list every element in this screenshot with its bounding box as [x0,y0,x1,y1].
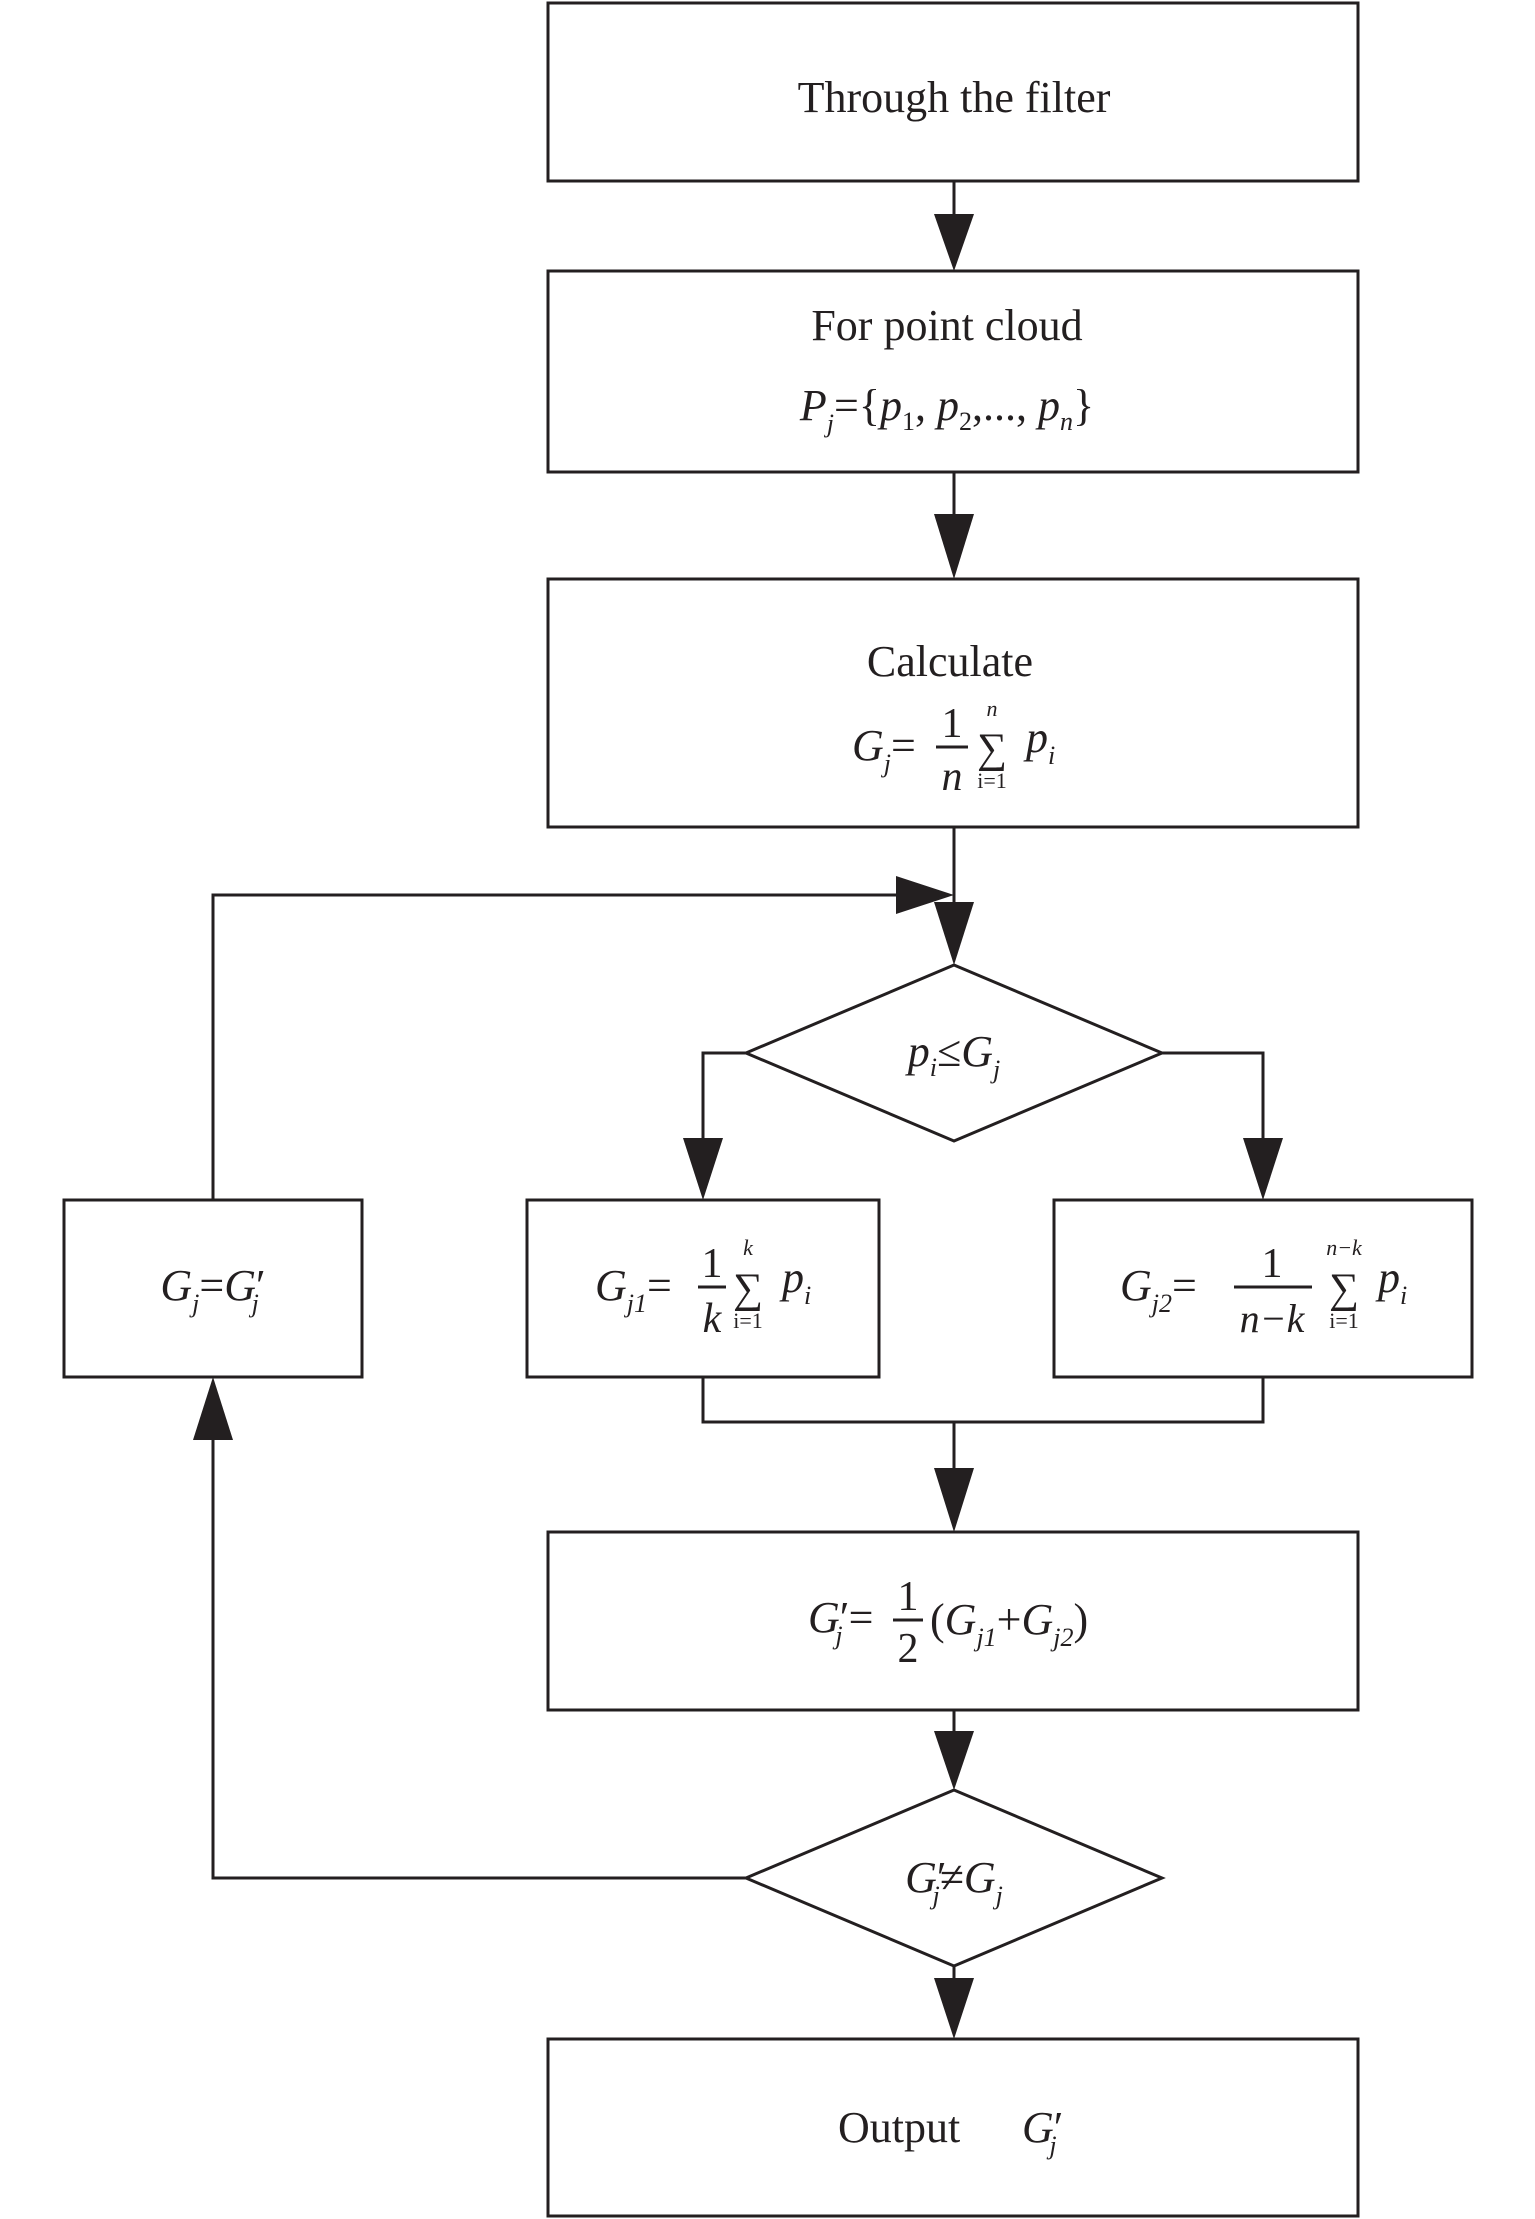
decision2-text: G′j≠Gj [905,1853,1003,1910]
average-box [546,1530,1360,1712]
calc-sigma: ∑ [977,726,1007,772]
arrowhead [934,514,974,579]
arrowhead [683,1138,723,1200]
filter-box [546,1,1360,183]
average-denominator: 2 [898,1626,919,1672]
calculate-content: Calculate Gj= 1 n n ∑ i=1 pi [852,637,1055,800]
point-cloud-label: For point cloud [811,301,1082,350]
arrowhead [1243,1138,1283,1200]
arrowhead [934,1978,974,2039]
gj1-numerator: 1 [702,1241,723,1287]
connector-decision-assign [211,1437,746,1880]
gj2-denominator: n−k [1240,1296,1306,1341]
gj2-formula: Gj2= 1 n−k n−k ∑ i=1 pi [1120,1235,1407,1341]
filter-label: Through the filter [798,73,1111,122]
gj1-denominator: k [703,1296,723,1342]
assign-text: Gj=G′j [160,1261,265,1318]
arrowhead [934,1468,974,1532]
average-rhs: (Gj1+Gj2) [930,1595,1088,1652]
arrowhead [934,1731,974,1790]
assign-box [62,1198,364,1379]
gj1-formula: Gj1= 1 k k ∑ i=1 pi [595,1235,811,1342]
arrowhead [934,214,974,271]
merge-line [701,1377,1265,1424]
gj2-sigma: ∑ [1329,1266,1359,1312]
gj1-lhs: Gj1= [595,1261,672,1318]
gj1-sigma: ∑ [733,1266,763,1312]
calc-lhs: Gj= [852,721,916,778]
decision1-text: pi≤Gj [905,1027,1000,1084]
calc-denominator: n [942,754,963,800]
loop-back-line [211,893,900,1200]
arrowhead [934,902,974,965]
arrowhead [193,1377,233,1440]
connector-decision-right [1162,1051,1265,1142]
calc-numerator: 1 [942,701,963,747]
arrowhead [896,876,954,914]
gj2-lhs: Gj2= [1120,1261,1197,1318]
output-box [546,2037,1360,2218]
gj2-numerator: 1 [1262,1241,1283,1287]
calc-sigma-top: n [987,696,998,721]
output-label: Output [838,2103,960,2152]
connector-decision-left [701,1051,746,1142]
calculate-box [546,577,1360,829]
decision-pi-le-gj [742,963,1166,1143]
average-lhs: G′j= [808,1593,873,1650]
point-cloud-set: Pj={p1, p2,..., pn} [799,381,1094,438]
calc-sigma-bottom: i=1 [977,768,1007,793]
average-numerator: 1 [898,1574,919,1620]
gj2-sigma-bottom: i=1 [1329,1308,1359,1333]
gj2-pi: pi [1375,1253,1407,1310]
gj1-pi: pi [779,1253,811,1310]
gj1-sigma-top: k [743,1235,754,1260]
output-variable: G′j [1022,2103,1063,2160]
gj1-sigma-bottom: i=1 [733,1308,763,1333]
point-cloud-box [546,269,1360,474]
average-formula: G′j= 1 2 (Gj1+Gj2) [808,1574,1088,1672]
calc-pi: pi [1023,713,1055,770]
calculate-label: Calculate [867,637,1033,686]
gj2-sigma-top: n−k [1326,1235,1363,1260]
